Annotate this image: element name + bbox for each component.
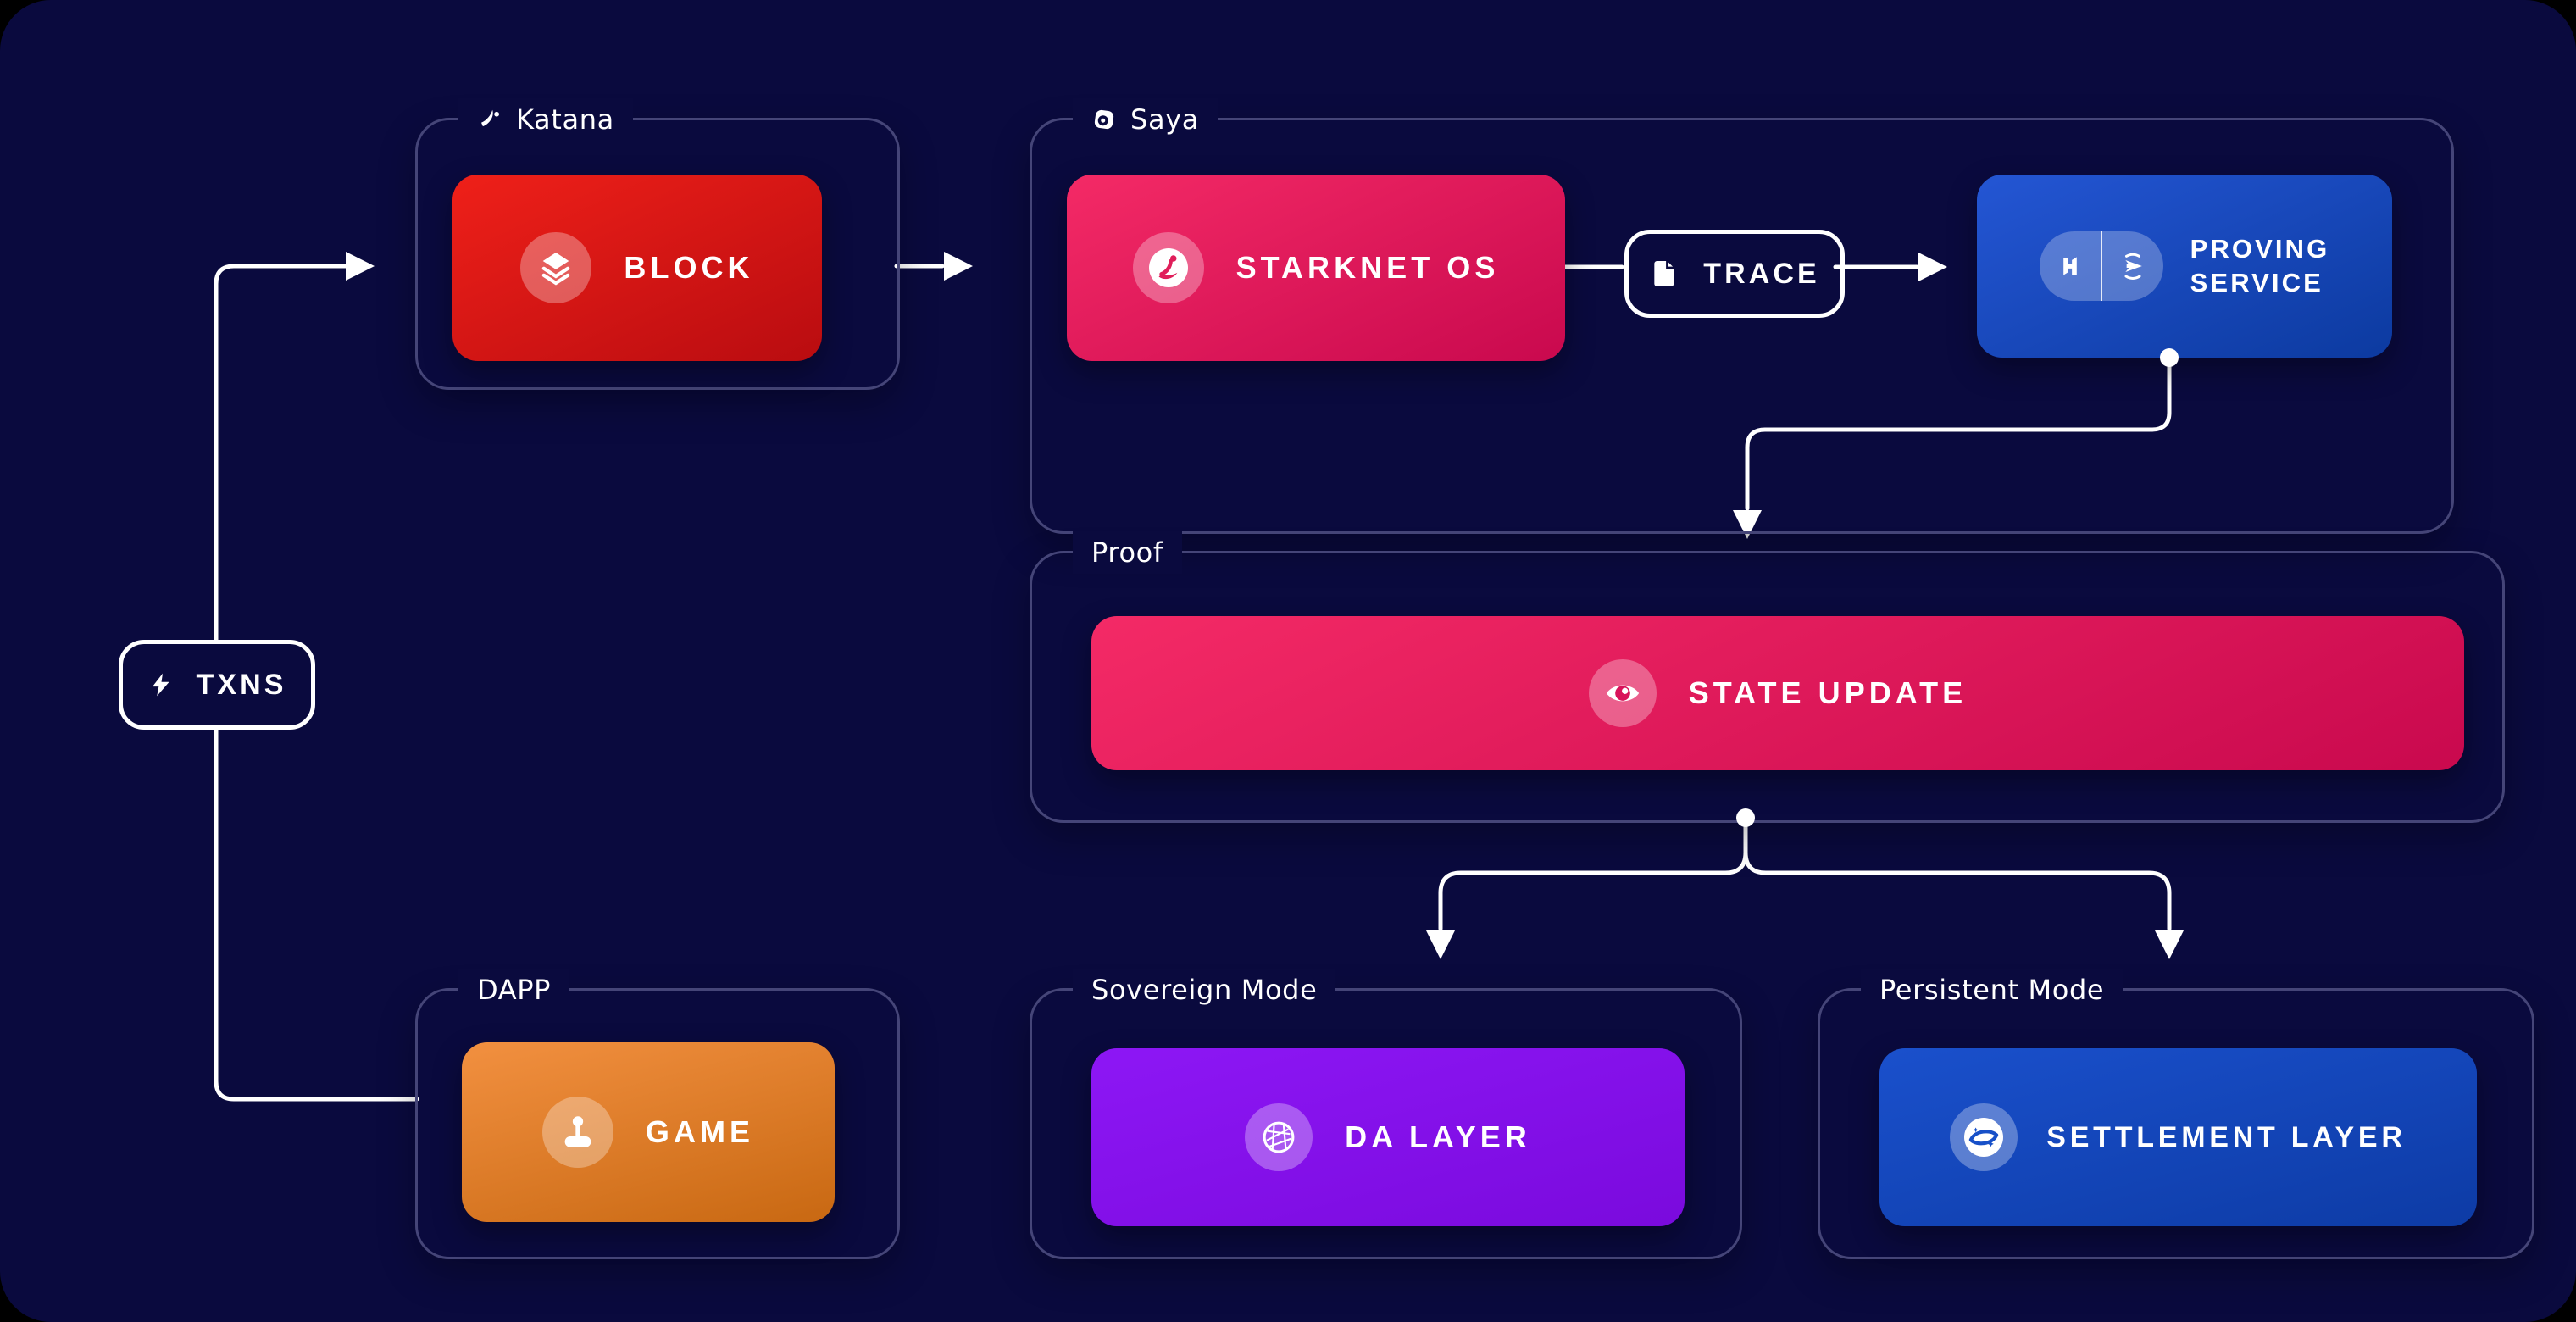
saya-icon: [1094, 109, 1114, 130]
node-game: GAME: [462, 1042, 835, 1222]
group-proof: Proof STATE UPDATE: [1030, 531, 2505, 823]
group-sovereign-mode: Sovereign Mode DA LAYER: [1030, 969, 1742, 1259]
group-dapp-header: DAPP: [458, 969, 570, 1011]
group-katana: Katana BLOCK: [415, 98, 900, 390]
group-dapp-label: DAPP: [477, 974, 552, 1006]
group-proof-label: Proof: [1091, 536, 1163, 569]
katana-icon: [481, 109, 499, 127]
group-persistent-mode: Persistent Mode SETTLEMENT LAYER: [1818, 969, 2534, 1259]
group-proof-header: Proof: [1073, 531, 1182, 574]
group-saya: Saya STARKNET OS TRACE: [1030, 98, 2454, 534]
node-proving-service-label: PROVING SERVICE: [2190, 233, 2330, 297]
group-dapp: DAPP GAME: [415, 969, 900, 1259]
node-settlement-layer: SETTLEMENT LAYER: [1879, 1048, 2477, 1226]
node-starknet-os-label: STARKNET OS: [1235, 250, 1500, 285]
bolt-icon: [152, 673, 169, 697]
node-da-layer: DA LAYER: [1091, 1048, 1685, 1226]
node-proving-service: PROVING SERVICE: [1977, 175, 2392, 358]
node-state-update: STATE UPDATE: [1091, 616, 2464, 770]
prover-icons-pill: [2039, 231, 2163, 301]
layers-icon: [520, 232, 592, 303]
group-katana-header: Katana: [458, 98, 633, 141]
starknet-icon: [1132, 232, 1204, 303]
chip-trace-label: TRACE: [1703, 257, 1820, 290]
node-settlement-layer-label: SETTLEMENT LAYER: [2046, 1120, 2407, 1153]
junction-dot-proving: [2160, 348, 2179, 367]
group-sovereign-header: Sovereign Mode: [1073, 969, 1336, 1011]
eye-icon: [1588, 659, 1657, 727]
group-saya-header: Saya: [1073, 98, 1219, 141]
junction-dot-proof: [1736, 808, 1755, 827]
chip-txns-label: TXNS: [196, 668, 287, 701]
group-persistent-header: Persistent Mode: [1861, 969, 2124, 1011]
joystick-icon: [541, 1097, 613, 1168]
node-da-layer-label: DA LAYER: [1345, 1119, 1531, 1154]
node-game-label: GAME: [645, 1114, 755, 1149]
group-saya-label: Saya: [1130, 103, 1200, 136]
chip-txns: TXNS: [119, 640, 315, 730]
group-sovereign-label: Sovereign Mode: [1091, 974, 1318, 1006]
node-state-update-label: STATE UPDATE: [1688, 675, 1968, 710]
node-block: BLOCK: [452, 175, 822, 361]
globe-wireframe-icon: [1245, 1103, 1313, 1171]
chip-trace: TRACE: [1624, 230, 1845, 318]
prover-ring-icon: [2102, 231, 2163, 301]
group-katana-label: Katana: [516, 103, 614, 136]
swirl-icon: [1950, 1103, 2018, 1171]
document-icon: [1654, 260, 1674, 287]
node-block-label: BLOCK: [624, 250, 754, 285]
node-starknet-os: STARKNET OS: [1067, 175, 1565, 361]
group-persistent-label: Persistent Mode: [1879, 974, 2105, 1006]
herodotus-h-icon: [2040, 231, 2102, 301]
